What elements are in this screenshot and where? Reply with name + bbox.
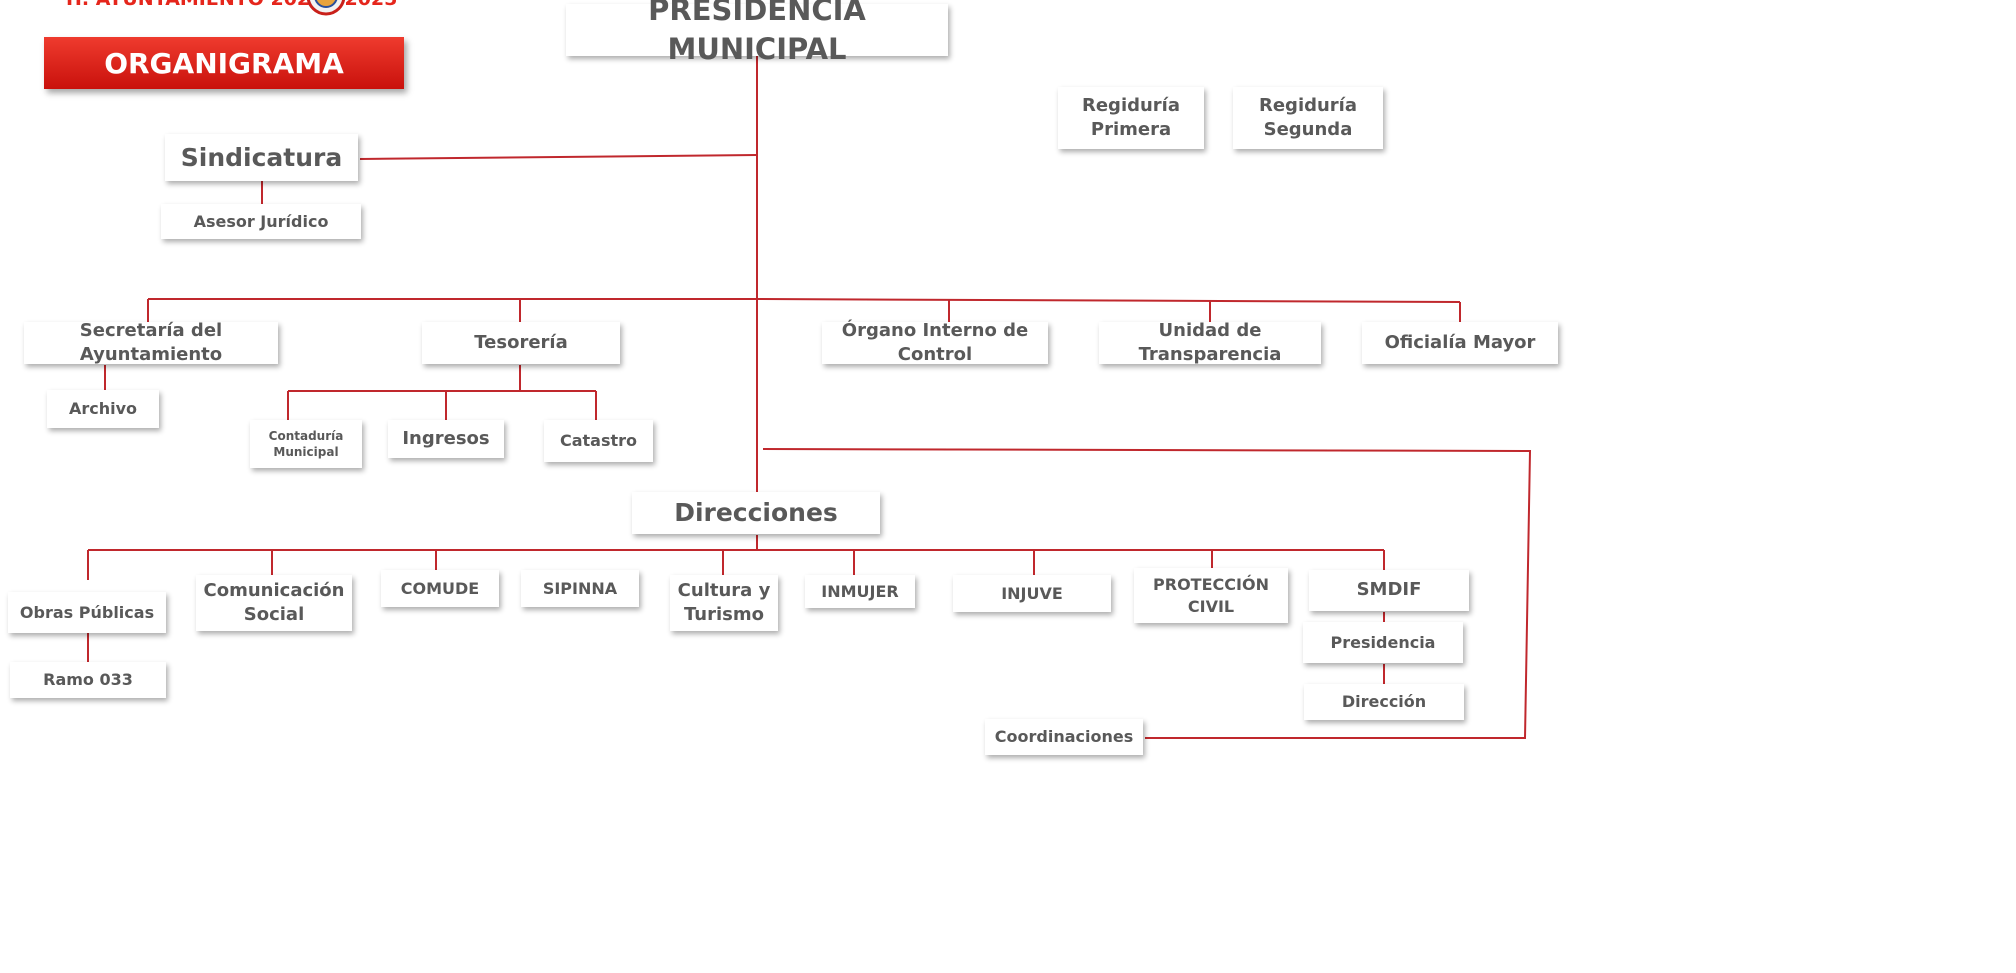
node-proteccion-civil: PROTECCIÓN CIVIL <box>1134 568 1288 623</box>
node-direccion-dif: Dirección <box>1304 684 1464 720</box>
connector-coordinaciones <box>762 448 1532 739</box>
node-ingresos: Ingresos <box>388 420 504 458</box>
node-sipinna: SIPINNA <box>521 570 639 607</box>
connector-sindicatura <box>359 154 758 160</box>
municipal-seal-icon <box>306 0 346 16</box>
node-smdif: SMDIF <box>1309 570 1469 611</box>
node-tesoreria: Tesorería <box>422 322 620 364</box>
administration-label: H. AYUNTAMIENTO 2022 - 2025 <box>66 0 397 12</box>
node-asesor-juridico: Asesor Jurídico <box>161 204 361 239</box>
node-comunicacion-social: Comunicación Social <box>196 575 352 631</box>
node-organo-interno-control: Órgano Interno de Control <box>822 320 1048 365</box>
node-sindicatura: Sindicatura <box>165 134 358 181</box>
node-contaduria-municipal: Contaduría Municipal <box>250 420 362 468</box>
node-regiduria-segunda: Regiduría Segunda <box>1233 87 1383 149</box>
node-cultura-turismo: Cultura y Turismo <box>670 575 778 631</box>
node-archivo: Archivo <box>47 390 159 428</box>
node-secretaria-ayuntamiento: Secretaría del Ayuntamiento <box>24 320 278 365</box>
node-presidencia-municipal: PRESIDENCIA MUNICIPAL <box>566 0 948 66</box>
connector-row2-bus <box>148 298 1461 303</box>
node-injuve: INJUVE <box>953 575 1111 612</box>
node-regiduria-primera: Regiduría Primera <box>1058 87 1204 149</box>
node-presidencia-dif: Presidencia <box>1303 622 1463 663</box>
node-catastro: Catastro <box>544 420 653 462</box>
node-comude: COMUDE <box>381 570 499 607</box>
node-direcciones: Direcciones <box>632 492 880 534</box>
node-unidad-transparencia: Unidad de Transparencia <box>1099 320 1321 365</box>
organigrama-title: ORGANIGRAMA <box>44 37 404 89</box>
node-oficialia-mayor: Oficialía Mayor <box>1362 322 1558 364</box>
node-ramo-033: Ramo 033 <box>10 662 166 698</box>
node-obras-publicas: Obras Públicas <box>8 592 166 633</box>
node-coordinaciones: Coordinaciones <box>985 719 1143 755</box>
node-inmujer: INMUJER <box>805 575 915 608</box>
